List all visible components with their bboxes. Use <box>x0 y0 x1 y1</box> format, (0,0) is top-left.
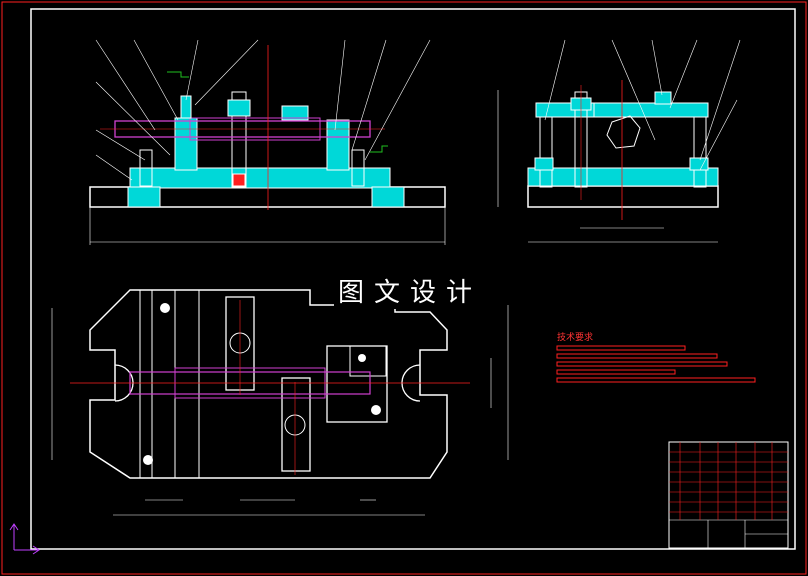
plan-view <box>51 289 509 516</box>
technical-requirements-lines <box>556 345 756 383</box>
ucs-axis-icon <box>9 523 40 555</box>
technical-requirements-title: 技术要求 <box>557 333 594 343</box>
front-view <box>89 39 446 245</box>
side-view <box>497 39 741 243</box>
title-block <box>668 441 789 549</box>
watermark-text: 图文设计 <box>334 272 487 309</box>
inner-border <box>30 8 796 550</box>
